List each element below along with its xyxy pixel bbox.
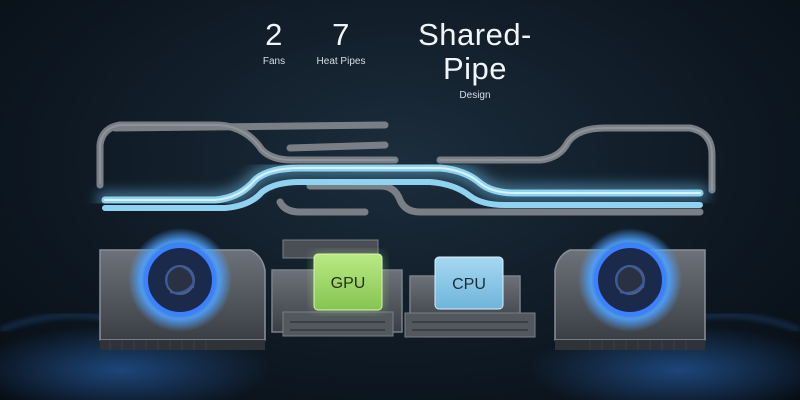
heat-pipe-gray xyxy=(111,121,389,132)
left-fan-module xyxy=(99,228,266,350)
right-fan-module xyxy=(554,228,706,350)
stat-fans-value: 2 xyxy=(265,17,283,52)
shared-heat-pipe xyxy=(102,179,703,211)
gpu-label: GPU xyxy=(331,275,366,292)
stat-heat-pipes: 7 Heat Pipes xyxy=(312,18,370,69)
stat-fans: 2 Fans xyxy=(252,18,296,69)
stat-design: Shared-Pipe Design xyxy=(390,18,560,103)
heat-pipe-gray xyxy=(276,198,369,216)
stats-header: 2 Fans 7 Heat Pipes Shared-Pipe Design xyxy=(0,0,800,102)
cpu-label: CPU xyxy=(452,276,486,293)
shared-pipe-glow xyxy=(96,159,709,211)
stat-design-value: Shared-Pipe xyxy=(418,17,532,86)
cpu-chip: CPU xyxy=(434,256,504,310)
stat-heat-pipes-label: Heat Pipes xyxy=(316,56,366,67)
gpu-chip: GPU xyxy=(313,253,383,311)
stat-heat-pipes-value: 7 xyxy=(332,17,350,52)
heat-pipes xyxy=(96,121,716,216)
stat-design-label: Design xyxy=(459,90,491,101)
stat-fans-label: Fans xyxy=(262,56,286,67)
heat-pipe-gray xyxy=(306,182,704,216)
heat-pipe-gray xyxy=(286,141,389,152)
